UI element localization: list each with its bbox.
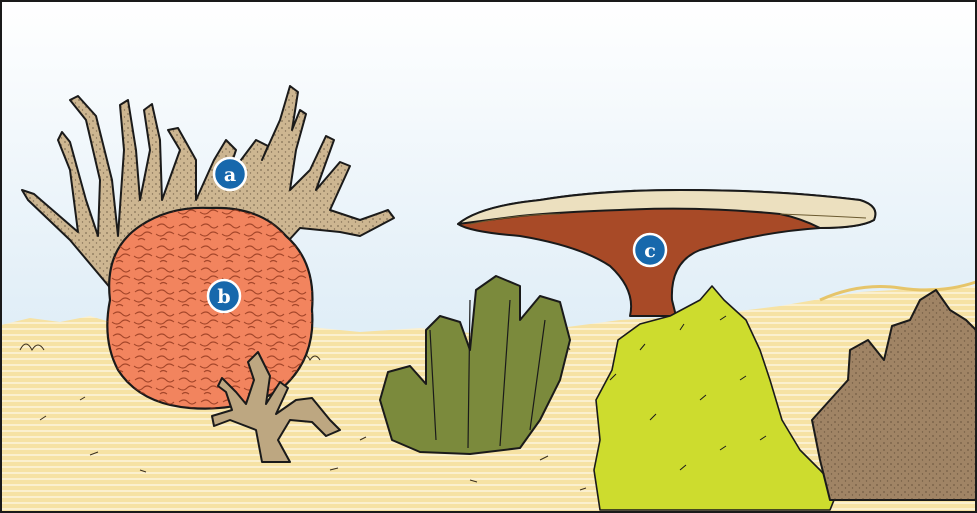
marker-b-label: b: [217, 286, 230, 308]
marker-c-label: c: [644, 240, 656, 262]
marker-b: b: [208, 280, 240, 312]
marker-c: c: [634, 234, 666, 266]
marker-a-label: a: [224, 164, 236, 186]
brain-coral-illustration: [107, 208, 312, 409]
marker-a: a: [214, 158, 246, 190]
